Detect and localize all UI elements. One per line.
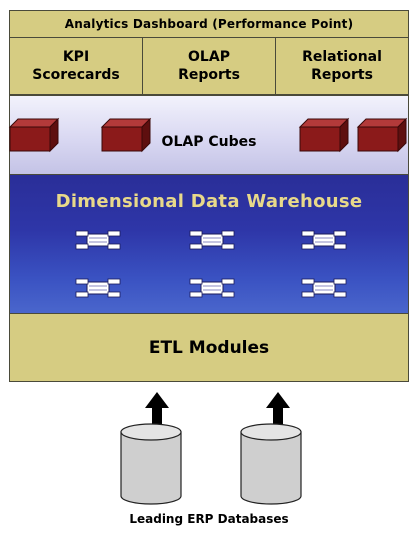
data-warehouse-title: Dimensional Data Warehouse <box>55 191 363 212</box>
olap-reports-box: OLAP Reports <box>143 38 276 94</box>
relational-reports-box: Relational Reports <box>302 49 382 83</box>
star-schema-icon <box>75 278 121 298</box>
star-schema-icon <box>301 278 347 298</box>
database-icon <box>240 423 302 505</box>
etl-modules-layer: ETL Modules <box>9 313 409 382</box>
star-schema-icon <box>189 230 235 250</box>
database-icon <box>120 423 182 505</box>
olap-cube-icon <box>356 117 408 153</box>
star-schema-icon <box>301 230 347 250</box>
olap-cube-icon <box>298 117 350 153</box>
up-arrow-icon <box>145 392 169 428</box>
olap-cube-icon <box>100 117 152 153</box>
olap-cube-icon <box>8 117 60 153</box>
olap-cubes-label: OLAP Cubes <box>161 134 257 150</box>
star-schema-icon <box>189 278 235 298</box>
erp-databases-label: Leading ERP Databases <box>129 512 289 526</box>
kpi-scorecards-box: KPI Scorecards <box>10 38 143 94</box>
report-row: KPI Scorecards OLAP Reports Relational R… <box>9 37 409 95</box>
up-arrow-icon <box>266 392 290 428</box>
analytics-dashboard-title: Analytics Dashboard (Performance Point) <box>9 10 409 38</box>
star-schema-icon <box>75 230 121 250</box>
